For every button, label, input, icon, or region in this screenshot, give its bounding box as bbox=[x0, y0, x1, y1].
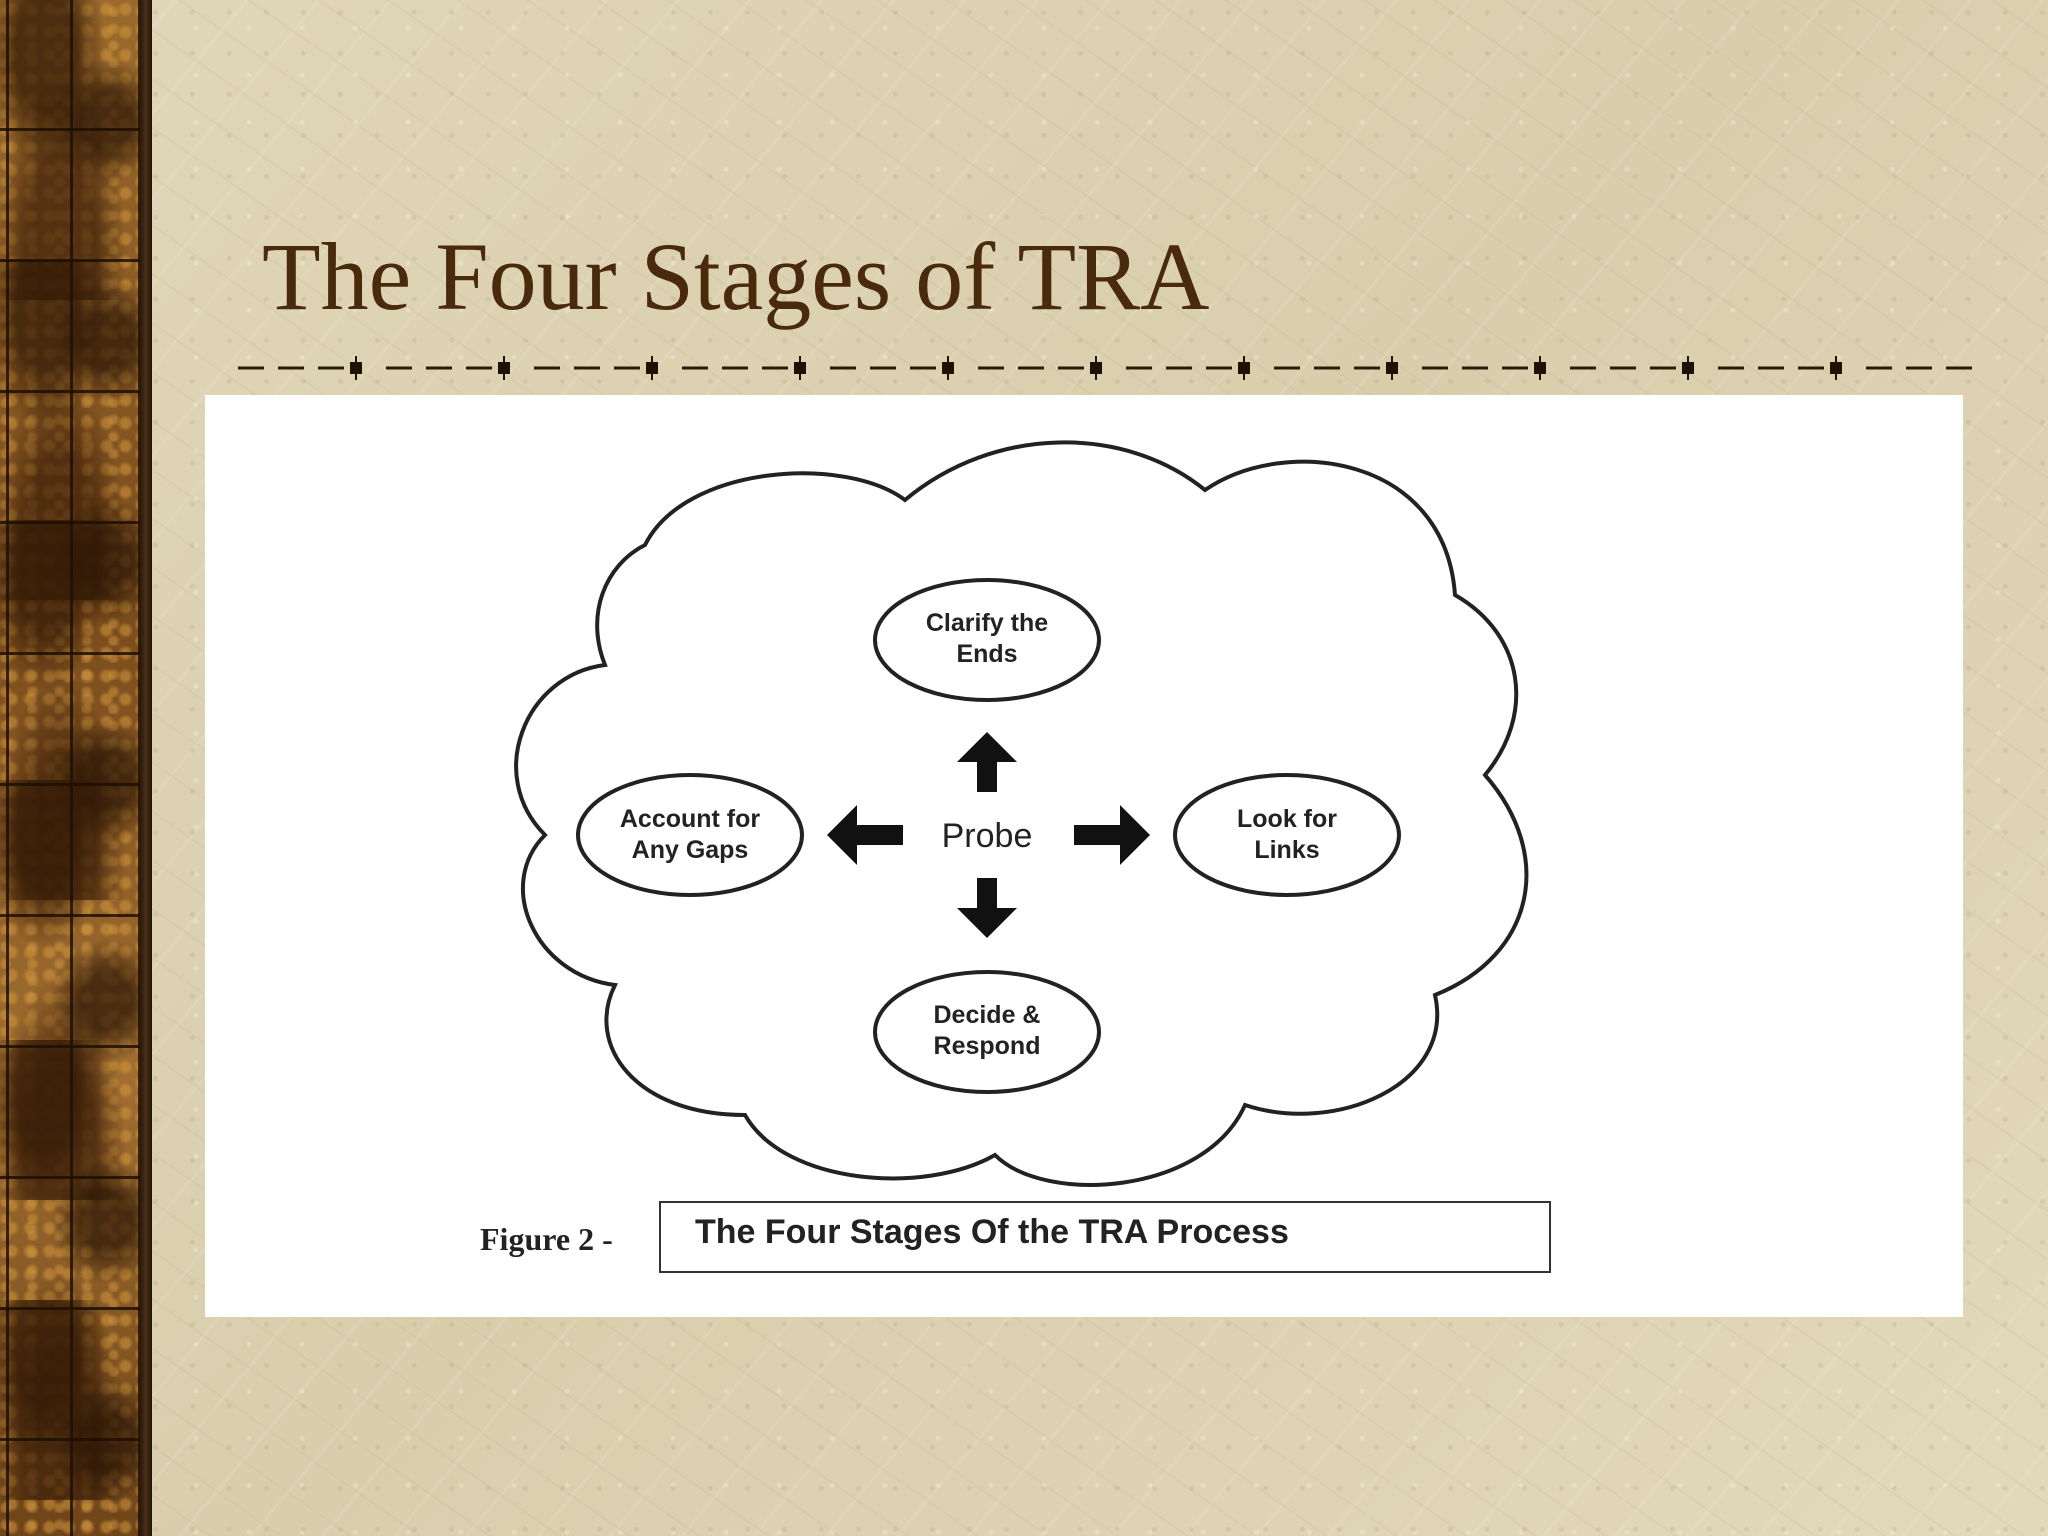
tra-process-diagram: Clarify the Ends Account for Any Gaps Lo… bbox=[514, 440, 1529, 1187]
stage-bottom-line-2: Respond bbox=[934, 1032, 1041, 1060]
stage-right-line-2: Links bbox=[1254, 836, 1319, 864]
stage-node-bottom bbox=[873, 970, 1101, 1094]
stage-right-line-1: Look for bbox=[1237, 805, 1337, 833]
stage-top-line-1: Clarify the bbox=[926, 609, 1048, 637]
cloud-outline bbox=[514, 440, 1529, 1187]
stage-left-line-1: Account for bbox=[620, 805, 761, 833]
side-strip-edge bbox=[140, 0, 152, 1536]
arrow-right-icon bbox=[1074, 805, 1150, 865]
stage-node-right bbox=[1173, 773, 1401, 897]
stage-left-line-2: Any Gaps bbox=[632, 836, 749, 864]
stage-bottom-line-1: Decide & bbox=[934, 1001, 1041, 1029]
slide-title: The Four Stages of TRA bbox=[262, 223, 1210, 330]
center-label-probe: Probe bbox=[942, 817, 1033, 855]
decorative-side-strip bbox=[0, 0, 152, 1536]
arrow-up-icon bbox=[957, 732, 1017, 792]
figure-number: Figure 2 - bbox=[480, 1221, 613, 1257]
dashed-divider bbox=[238, 356, 1972, 380]
arrow-left-icon bbox=[827, 805, 903, 865]
figure-caption: The Four Stages Of the TRA Process bbox=[695, 1213, 1289, 1251]
arrow-down-icon bbox=[957, 878, 1017, 938]
caption-box: The Four Stages Of the TRA Process bbox=[659, 1201, 1551, 1273]
stage-node-top bbox=[873, 578, 1101, 702]
stage-node-left bbox=[576, 773, 804, 897]
figure-panel: Clarify the Ends Account for Any Gaps Lo… bbox=[205, 395, 1963, 1317]
stage-top-line-2: Ends bbox=[956, 640, 1017, 668]
